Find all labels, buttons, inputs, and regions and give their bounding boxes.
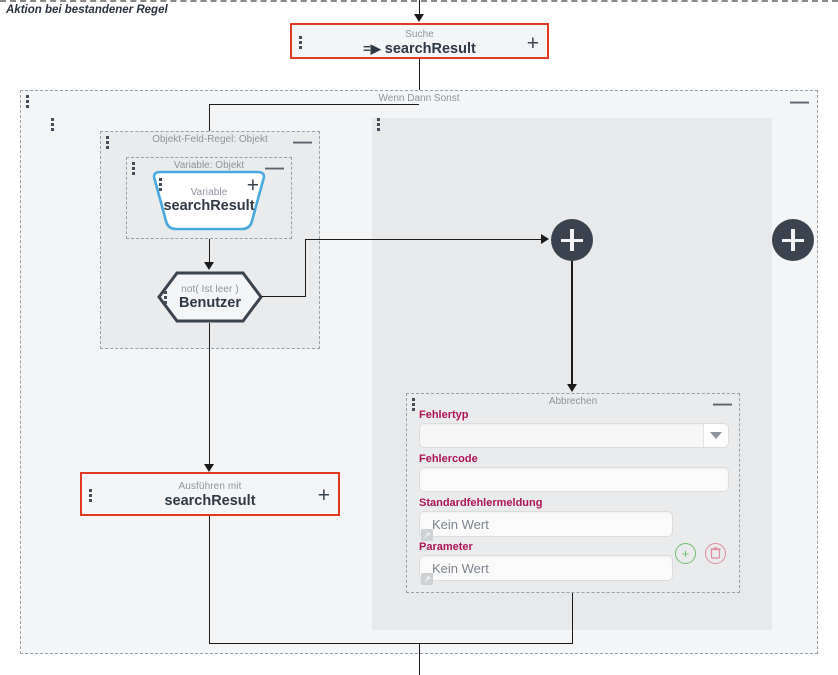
ifelse-group-drag-handle[interactable] <box>26 95 29 108</box>
condition-node[interactable]: not( Ist leer ) Benutzer <box>155 271 265 323</box>
variable-node-drag-handle[interactable] <box>159 178 162 191</box>
standardfehlermeldung-value: Kein Wert <box>432 517 489 532</box>
ifelse-group-collapse-button[interactable]: — <box>790 92 809 113</box>
variable-node-shape <box>152 170 266 231</box>
expand-icon[interactable]: ↗ <box>421 573 433 585</box>
variable-node-add-button[interactable]: + <box>246 174 259 197</box>
connector-condition-out-v <box>305 239 307 297</box>
condition-node-shape <box>157 271 263 323</box>
chevron-down-icon <box>710 432 722 439</box>
search-arrow-icon: =▶ <box>363 41 381 56</box>
arrowhead-into-condition <box>204 262 215 270</box>
fehlertyp-select[interactable] <box>419 423 729 448</box>
add-step-inner-button[interactable] <box>551 219 593 261</box>
arrowhead-into-execute <box>204 464 215 472</box>
variable-group-title: Variable: Objekt <box>173 160 245 171</box>
connector-variable-to-condition <box>209 239 211 265</box>
connector-abort-to-merge <box>571 593 574 644</box>
outer-rule-label: Aktion bei bestandener Regel <box>6 4 168 16</box>
object-field-rule-collapse-button[interactable]: — <box>293 132 312 153</box>
search-node-value-text: searchResult <box>384 41 476 57</box>
fehlercode-input[interactable] <box>419 467 729 492</box>
execute-node-value: searchResult <box>164 493 256 509</box>
abort-panel-title: Abbrechen <box>548 396 598 407</box>
abort-panel[interactable]: Abbrechen — Fehlertyp Fehlercode Standar… <box>406 393 740 593</box>
connector-condition-to-execute <box>209 323 211 467</box>
abort-panel-drag-handle[interactable] <box>412 398 415 411</box>
condition-node-drag-handle[interactable] <box>164 291 167 304</box>
search-node-add-button[interactable]: + <box>526 32 539 55</box>
delete-parameter-button[interactable] <box>705 543 726 564</box>
trash-icon <box>710 547 721 559</box>
connector-merge-out <box>418 642 420 675</box>
connector-search-to-ifelse <box>418 59 420 105</box>
search-node-value: =▶ searchResult <box>292 40 547 58</box>
ifelse-branch-drag-handle[interactable] <box>51 118 54 131</box>
connector-in-search <box>418 0 420 16</box>
variable-node[interactable]: + Variable searchResult <box>150 170 268 232</box>
fehlertyp-dropdown-button[interactable] <box>703 424 728 447</box>
add-parameter-button[interactable]: + <box>675 543 696 564</box>
expand-icon[interactable]: ↗ <box>421 529 433 541</box>
connector-merge-horizontal <box>209 642 573 644</box>
parameter-label: Parameter <box>419 541 473 553</box>
search-node-title: Suche <box>405 29 434 40</box>
ifelse-group-title: Wenn Dann Sonst <box>378 93 460 104</box>
execute-node[interactable]: Ausführen mit searchResult + <box>80 472 340 516</box>
add-step-outer-button[interactable] <box>772 219 814 261</box>
else-branch-drag-handle[interactable] <box>377 118 380 131</box>
condition-node-title: not( Ist leer ) <box>181 284 239 295</box>
variable-node-value: searchResult <box>163 198 255 214</box>
parameter-input[interactable]: Kein Wert ↗ <box>419 555 673 585</box>
arrowhead-into-abort <box>566 384 577 392</box>
variable-node-title: Variable <box>190 187 228 198</box>
connector-execute-to-merge <box>209 516 211 644</box>
parameter-value: Kein Wert <box>432 561 489 576</box>
fehlertyp-label: Fehlertyp <box>419 409 469 421</box>
connector-condition-out-h1 <box>261 296 306 298</box>
arrowhead-into-inner-add <box>541 234 549 244</box>
abort-panel-collapse-button[interactable]: — <box>713 394 732 415</box>
execute-node-title: Ausführen mit <box>178 481 242 492</box>
condition-node-value: Benutzer <box>178 295 242 311</box>
variable-group-drag-handle[interactable] <box>132 162 135 175</box>
fehlercode-label: Fehlercode <box>419 453 478 465</box>
connector-search-branch-horizontal <box>209 104 419 106</box>
connector-add-to-abort <box>571 261 573 387</box>
arrowhead-in-search <box>413 14 424 22</box>
execute-node-add-button[interactable]: + <box>317 484 330 507</box>
execute-node-drag-handle[interactable] <box>89 489 92 502</box>
object-field-rule-group-title: Objekt-Feld-Regel: Objekt <box>152 134 268 145</box>
connector-condition-out-h2 <box>305 239 542 241</box>
standardfehlermeldung-input[interactable]: Kein Wert ↗ <box>419 511 673 541</box>
variable-group-collapse-button[interactable]: — <box>265 158 284 179</box>
object-field-rule-drag-handle[interactable] <box>106 136 109 149</box>
search-node-drag-handle[interactable] <box>299 36 302 49</box>
search-node[interactable]: Suche =▶ searchResult + <box>290 23 549 59</box>
standardfehlermeldung-label: Standardfehlermeldung <box>419 497 543 509</box>
